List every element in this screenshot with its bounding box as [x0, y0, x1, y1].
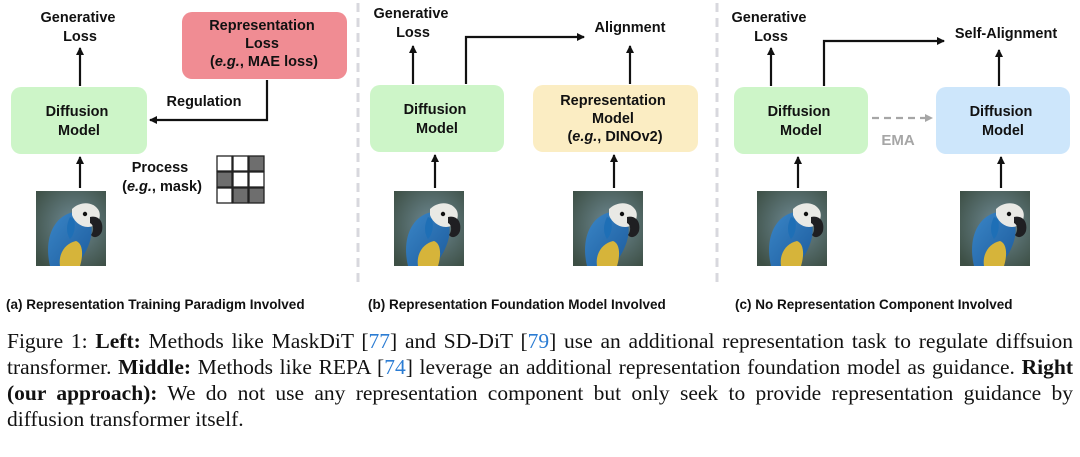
- a-parrot-image: [36, 191, 106, 266]
- b-alignment-label: Alignment: [595, 20, 666, 36]
- panel-c: Generative Loss Diffusion Model Self-Ali…: [732, 10, 1070, 312]
- figure-diagram: Generative Loss Diffusion Model Represen…: [6, 3, 1070, 312]
- caption-text-5: ] leverage an additional representation …: [405, 355, 1022, 379]
- caption-text-1: Methods like MaskDiT [: [140, 329, 369, 353]
- b-alignment-arrow: [464, 33, 585, 84]
- citation-79[interactable]: 79: [527, 329, 550, 353]
- a-regulation-label: Regulation: [167, 94, 242, 110]
- c-generative-loss-label: Generative Loss: [732, 10, 811, 45]
- caption-text-2: ] and SD-DiT [: [390, 329, 528, 353]
- b-caption: (b) Representation Foundation Model Invo…: [368, 297, 666, 312]
- a-generative-loss-label: Generative Loss: [41, 10, 120, 45]
- b-representation-model-box: [533, 85, 698, 152]
- a-process-label: Process (e.g., mask): [122, 160, 202, 195]
- c-diffusion-model-box-right: [936, 87, 1070, 154]
- caption-right-label: Right (our approach):: [7, 355, 1073, 405]
- caption-figure-number: Figure 1:: [7, 329, 96, 353]
- c-parrot-image-right: [960, 191, 1030, 266]
- a-diffusion-model-box: [11, 87, 147, 154]
- caption-text-6: We do not use any representation compone…: [7, 381, 1073, 431]
- citation-74[interactable]: 74: [384, 355, 406, 379]
- caption-middle-label: Middle:: [118, 355, 192, 379]
- a-representation-loss-box: [182, 12, 347, 79]
- c-self-alignment-label: Self-Alignment: [955, 26, 1057, 42]
- figure-caption: Figure 1: Left: Methods like MaskDiT [77…: [7, 328, 1073, 432]
- a-representation-loss-label: Representation Loss (e.g., MAE loss): [209, 18, 319, 70]
- c-self-alignment-arrow: [822, 37, 945, 86]
- c-ema-label: EMA: [881, 132, 915, 149]
- caption-left-label: Left:: [95, 329, 141, 353]
- a-regulation-arrow: [149, 80, 269, 124]
- panel-a: Generative Loss Diffusion Model Represen…: [6, 10, 347, 312]
- b-diffusion-model-box: [370, 85, 504, 152]
- citation-77[interactable]: 77: [368, 329, 391, 353]
- caption-text-4: Methods like REPA [: [191, 355, 385, 379]
- b-representation-model-label: Representation Model (e.g., DINOv2): [560, 93, 670, 145]
- c-diffusion-model-box-left: [734, 87, 868, 154]
- a-caption: (a) Representation Training Paradigm Inv…: [6, 297, 305, 312]
- c-diffusion-model-label-right: Diffusion Model: [970, 104, 1037, 139]
- b-parrot-image-left: [394, 191, 464, 266]
- panel-b: Generative Loss Diffusion Model Alignmen…: [368, 6, 698, 312]
- c-caption: (c) No Representation Component Involved: [735, 297, 1013, 312]
- caption-text-3: ] use an additional representation task …: [7, 329, 1073, 379]
- a-diffusion-model-label: Diffusion Model: [46, 104, 113, 139]
- b-parrot-image-right: [573, 191, 643, 266]
- c-parrot-image-left: [757, 191, 827, 266]
- b-generative-loss-label: Generative Loss: [374, 6, 453, 41]
- c-diffusion-model-label-left: Diffusion Model: [768, 104, 835, 139]
- a-mask-grid-icon: [216, 155, 265, 204]
- b-diffusion-model-label: Diffusion Model: [404, 102, 471, 137]
